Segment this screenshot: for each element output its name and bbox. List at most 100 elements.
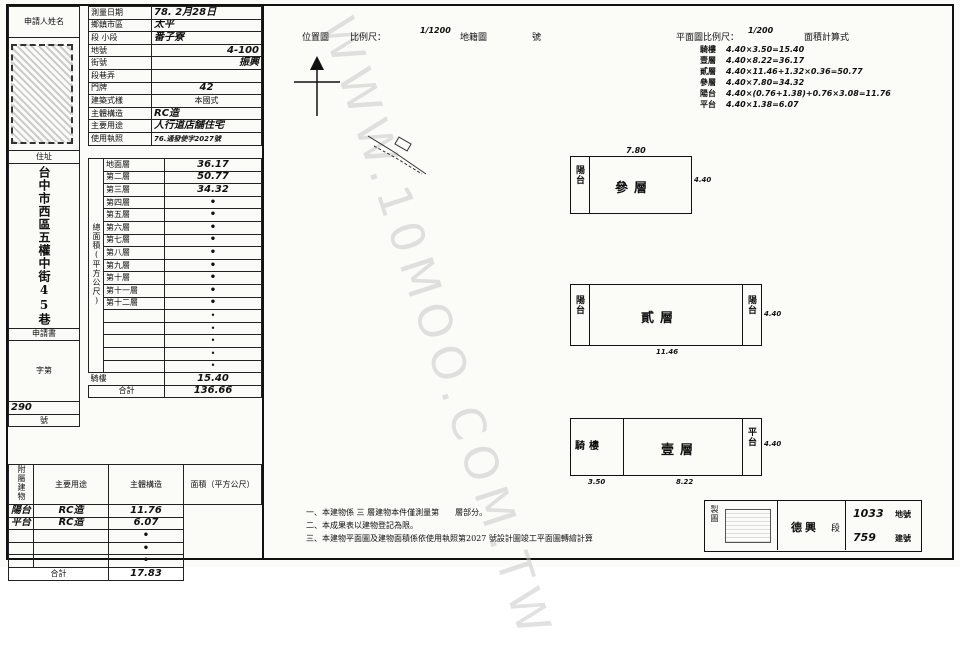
extra-row: • [89,321,262,336]
cadastral-label: 地籍圖 [460,33,488,43]
calc-label: 壹層 [700,55,716,65]
floor-area: • [164,258,262,273]
floor-name: 第五層 [103,208,165,222]
calc-label: 陽台 [700,88,716,98]
floor2-dim-side: 4.40 [764,310,782,318]
doc-label: 申請書 [8,327,80,342]
total-label: 合計 [88,384,165,399]
floor-scale-value: 1/200 [748,26,774,35]
floor1-dim-bottom: 3.50 [588,478,606,486]
floor-name: 第八層 [103,246,165,260]
extra-value: • [164,321,262,336]
floor-name: 第四層 [103,195,165,210]
attached-use [8,554,34,568]
attached-area: • [108,554,184,568]
calc-expr: 4.40×7.80=34.32 [726,78,805,87]
floor2-right-note: 陽台 [746,295,756,315]
calc-label: 騎樓 [700,44,716,54]
doc-char-cell: 字第 [8,340,80,403]
floor-area: 34.32 [164,183,262,197]
footer-building-no-label: 建號 [895,533,911,543]
attached-header-structure: 主體構造 [108,464,184,505]
scale-label: 比例尺： [350,33,387,43]
note-1: 一、本建物係 三 層建物本件僅測量第 層部分。 [306,508,488,517]
use-value: 人行道店舖住宅 [151,119,262,133]
office-label: 製圖 [710,505,719,523]
attached-structure [33,529,109,543]
address-cell: 台中市西區五權中街45巷一號 [8,162,80,329]
floor3-dim-side: 4.40 [694,176,712,184]
floor-name: 第七層 [103,233,165,248]
attached-use: 平台 [8,516,34,531]
floor-row: 第十二層• [89,296,262,311]
lane-label: 段巷弄 [88,68,152,83]
calc-line: 參層 4.40×7.80=34.32 [700,77,891,88]
doc-suffix: 號 [8,413,80,428]
applicant-stamp-cell [8,37,80,151]
stamp-seal [11,44,73,144]
attached-area: • [108,529,184,543]
door-value: 42 [151,81,262,96]
balcony-label: 騎樓 [88,372,165,386]
attached-area: 11.76 [108,504,184,518]
floor3-left-note: 陽台 [574,165,584,185]
floor-area: 50.77 [164,170,262,185]
address-value: 台中市西區五權中街45巷一號 [37,165,51,329]
floor1-dim-side: 4.40 [764,440,782,448]
extra-name [103,309,165,323]
floor1-plan: 騎樓 平台 壹層 [570,418,762,476]
balcony-value: 15.40 [164,372,262,386]
land-no-label: 地號 [88,43,152,58]
floor-area: • [164,296,262,311]
attached-label: 附屬建物 [17,465,26,502]
floor2-plan: 陽台 陽台 貳層 [570,284,762,346]
floor3-label: 參層 [615,181,654,196]
section-suffix: 段 [831,524,841,534]
footer-building-no: 759 [853,531,876,544]
attached-header-area: 面積（平方公尺） [183,464,262,505]
note-2: 二、本成果表以建物登記為限。 [306,521,418,530]
footer-land-no: 1033 [853,507,884,520]
cadastral-number-label: 號 [532,33,542,43]
permit-value: 76.通發使字2027號 [151,131,262,146]
street-value: 振興 [151,56,262,70]
structure-value: RC造 [151,106,262,121]
attached-area: 6.07 [108,516,184,531]
attached-row: • [8,541,262,556]
extra-name [103,321,165,336]
floor1-dim-bottom2: 8.22 [676,478,694,486]
calc-expr: 4.40×(0.76+1.38)+0.76×3.08=11.76 [726,89,891,98]
doc-char-label: 字第 [36,366,52,376]
section-label: 段 小段 [88,31,152,45]
attached-use [8,529,34,543]
note-3: 三、本建物平面圖及建物面積係依使用執照第2027 號設計圖竣工平面圖轉繪計算 [306,534,593,543]
calc-label: 參層 [700,77,716,87]
attached-structure: RC造 [33,516,109,531]
floor3-balcony: 陽台 [571,157,590,213]
calc-expr: 4.40×8.22=36.17 [726,56,805,65]
floor-name: 地面層 [103,158,165,172]
floor-area: • [164,233,262,248]
floor-name: 第十二層 [103,296,165,311]
attached-header-use: 主要用途 [33,464,109,505]
permit-label: 使用執照 [88,131,152,146]
floor-area: • [164,220,262,235]
measure-date-value: 78. 2月28日 [151,6,262,20]
floor-scale-label: 平面圖比例尺： [676,33,740,43]
location-scale-value: 1/1200 [420,26,451,35]
floor1-platform: 平台 [742,419,761,475]
floor2-left-balcony: 陽台 [571,285,590,345]
street-label: 街號 [88,56,152,70]
office-cell: 製圖 [705,501,778,550]
attached-cell: 附屬建物 [8,464,34,505]
floor1-right-note: 平台 [746,427,756,447]
footer-land-no-label: 地號 [895,509,911,519]
attached-row: • [8,529,262,543]
location-map-label: 位置圖 [302,33,330,43]
address-label: 住址 [8,150,80,164]
